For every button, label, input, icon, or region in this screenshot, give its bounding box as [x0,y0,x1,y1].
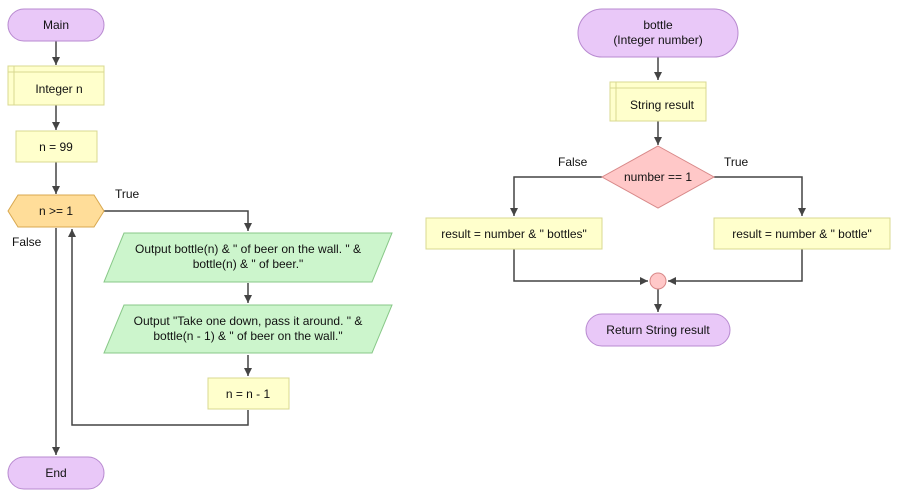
main-end-label: End [45,466,66,480]
output2-line1: Output "Take one down, pass it around. "… [134,314,363,328]
main-start-terminal: Main [7,8,105,42]
loop-condition-hexagon: n >= 1 [7,194,105,228]
bottle-start-line1: bottle [643,18,673,32]
decision-label: number == 1 [624,170,692,184]
main-connectors [52,41,252,455]
declare-result-block: String result [609,81,707,122]
return-label: Return String result [606,323,710,337]
connector-loop-back [68,229,249,426]
assign-bottle-label: result = number & " bottle" [732,227,872,241]
output1-line1: Output bottle(n) & " of beer on the wall… [135,242,361,256]
decrement-block: n = n - 1 [207,377,290,410]
output2-line2: bottle(n - 1) & " of beer on the wall." [153,329,342,343]
connector-decision-false [510,176,602,216]
decrement-label: n = n - 1 [226,387,271,401]
loop-condition-label: n >= 1 [39,204,73,218]
assign-bottle-block: result = number & " bottle" [713,217,891,250]
assign-n-label: n = 99 [39,140,73,154]
number-decision-diamond: number == 1 [600,145,716,209]
merge-connector [649,272,667,290]
declare-n-block: Integer n [7,65,105,106]
output-block-2: Output "Take one down, pass it around. "… [103,304,393,354]
loop-false-label: False [12,235,42,249]
bottle-connectors [510,57,806,312]
loop-true-label: True [115,187,140,201]
output-block-1: Output bottle(n) & " of beer on the wall… [103,232,393,283]
output1-line2: bottle(n) & " of beer." [193,257,304,271]
bottle-start-terminal: bottle (Integer number) [577,8,739,58]
decision-true-label: True [724,155,749,169]
declare-n-label: Integer n [35,82,82,96]
return-terminal: Return String result [585,313,731,347]
decision-false-label: False [558,155,588,169]
connector-loop-true [104,210,252,231]
declare-result-label: String result [630,98,695,112]
assign-bottles-label: result = number & " bottles" [441,227,587,241]
assign-n-block: n = 99 [15,130,98,163]
connector-true-to-merge [668,249,803,285]
bottle-start-line2: (Integer number) [613,33,702,47]
assign-bottles-block: result = number & " bottles" [425,217,603,250]
connector-false-to-merge [513,249,648,285]
main-start-label: Main [43,18,69,32]
main-end-terminal: End [7,456,105,490]
connector-decision-true [714,176,806,216]
